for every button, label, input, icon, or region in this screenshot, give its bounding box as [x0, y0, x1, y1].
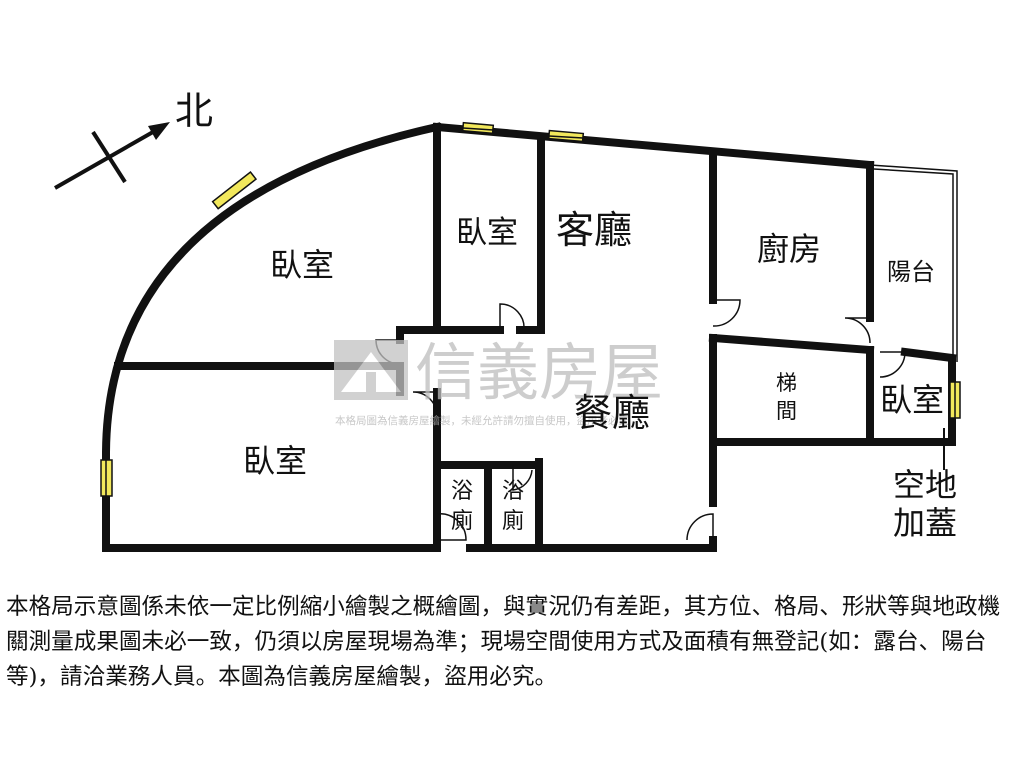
compass-label: 北 — [175, 89, 213, 133]
room-label-bathroom-1: 浴 廁 — [451, 479, 480, 534]
windows — [100, 121, 961, 497]
disclaimer-text: 本格局示意圖係未依一定比例縮小繪製之概繪圖，與實況仍有差距，其方位、格局、形狀等… — [6, 594, 1001, 690]
room-label-bedroom-southwest: 臥室 — [243, 442, 307, 480]
room-label-balcony: 陽台 — [887, 258, 935, 286]
room-label-dining-room: 餐廳 — [574, 391, 650, 435]
room-label-bedroom-west: 臥室 — [270, 246, 334, 284]
room-label-kitchen: 廚房 — [757, 230, 821, 268]
annotation-line-1: 空地 — [893, 466, 957, 504]
north-arrow-icon — [54, 122, 170, 190]
floor-plan: 北 — [54, 89, 961, 552]
watermark-note: 本格局圖為信義房屋繪製，未經允許請勿擅自使用，盜用者必究 — [335, 414, 629, 427]
balcony-outline — [869, 164, 958, 362]
room-label-bedroom-east: 臥室 — [880, 381, 944, 419]
room-label-bathroom-2: 浴 廁 — [502, 479, 531, 534]
room-label-bedroom-north: 臥室 — [456, 215, 518, 251]
watermark: 信義房屋 本格局圖為信義房屋繪製，未經允許請勿擅自使用，盜用者必究 — [334, 336, 663, 427]
watermark-logo-icon — [334, 340, 408, 400]
room-label-stair-room: 梯 間 — [776, 371, 804, 423]
watermark-brand: 信義房屋 — [415, 336, 663, 409]
annotation-line-2: 加蓋 — [893, 504, 957, 542]
room-label-living-room: 客廳 — [556, 208, 632, 252]
